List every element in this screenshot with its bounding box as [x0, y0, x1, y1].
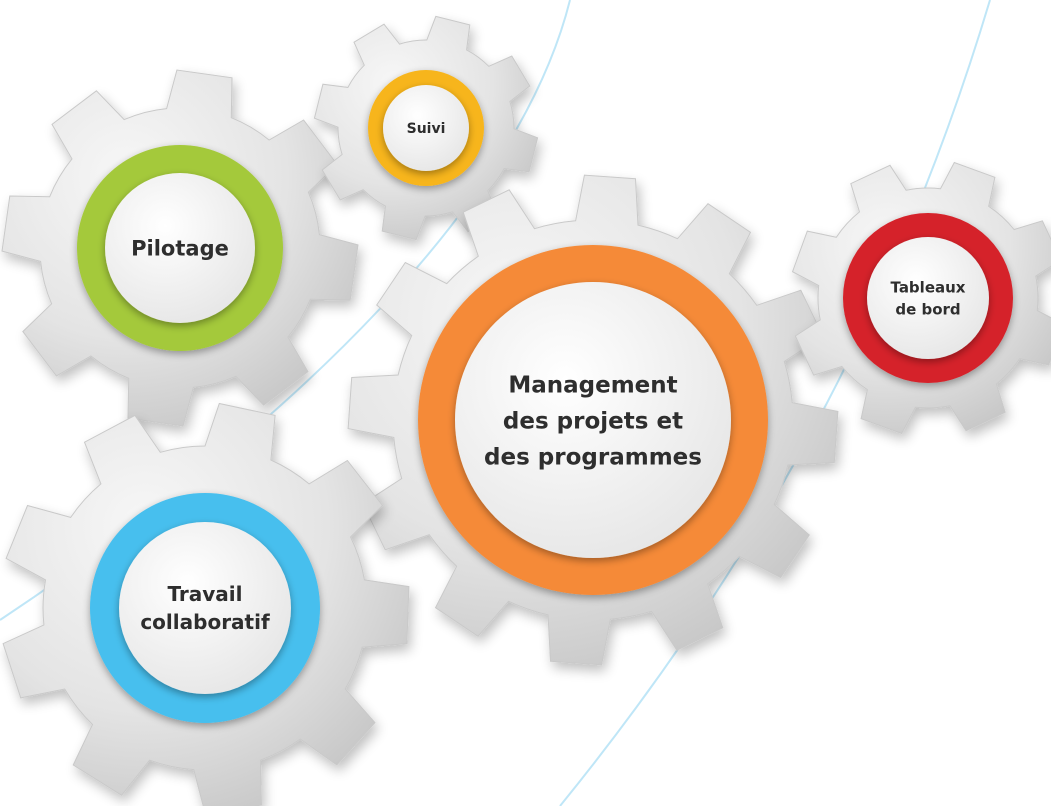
gear-suivi: Suivi — [313, 15, 539, 241]
gear-hub — [383, 85, 469, 171]
gear-label-management: des projets et — [503, 408, 683, 434]
gear-travail: Travail collaboratif — [2, 402, 410, 806]
gear-label-pilotage: Pilotage — [131, 237, 229, 261]
gear-hub — [119, 522, 291, 694]
gear-label-suivi: Suivi — [407, 121, 446, 137]
gear-label-travail: collaboratif — [140, 610, 270, 634]
gear-label-travail: Travail — [167, 582, 242, 606]
gear-hub — [867, 237, 989, 359]
gear-pilotage: Pilotage — [1, 69, 359, 427]
gear-label-management: des programmes — [484, 444, 702, 470]
gear-label-management: Management — [508, 372, 677, 398]
gear-hub — [455, 282, 731, 558]
gear-label-tableaux: Tableaux — [891, 278, 966, 296]
gear-tableaux: Tableaux de bord — [791, 161, 1051, 435]
gear-management: Management des projets et des programmes — [347, 174, 839, 666]
gear-label-tableaux: de bord — [895, 300, 960, 318]
gear-hub — [105, 173, 255, 323]
